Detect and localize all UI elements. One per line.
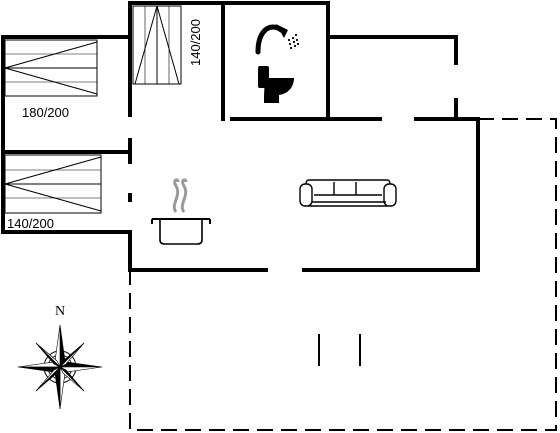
bed-size-label: 140/200 bbox=[188, 19, 203, 66]
terrace-posts bbox=[318, 334, 361, 366]
shower-icon bbox=[255, 24, 300, 55]
bed-icon bbox=[4, 39, 98, 97]
bed-size-label: 180/200 bbox=[22, 105, 69, 120]
compass-rose-icon bbox=[17, 324, 103, 410]
cooking-pot-icon bbox=[151, 178, 211, 245]
bed-size-label: 140/200 bbox=[7, 216, 54, 231]
bed-icon bbox=[4, 154, 102, 214]
compass-north-label: N bbox=[55, 304, 65, 319]
walls bbox=[1, 1, 480, 272]
sofa-icon bbox=[299, 179, 397, 207]
terrace-outline bbox=[129, 118, 557, 431]
toilet-icon bbox=[258, 66, 294, 103]
bed-icon bbox=[132, 5, 182, 85]
